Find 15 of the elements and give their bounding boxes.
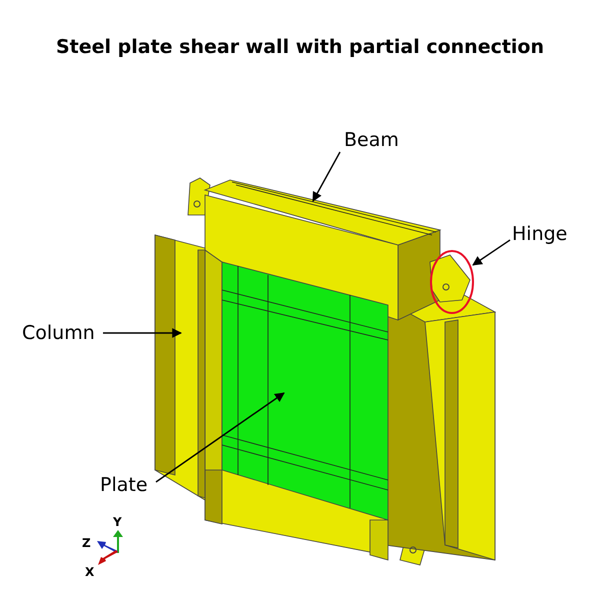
axis-label: Z: [82, 537, 91, 549]
beam-drawing: [204, 180, 442, 321]
part-label: Plate: [100, 476, 148, 495]
axis-label: X: [85, 566, 94, 578]
axis-label: Y: [113, 516, 122, 528]
part-label: Column: [22, 324, 95, 343]
leader-line: [103, 328, 182, 338]
column-drawing: [154, 234, 206, 501]
leader-line: [312, 152, 341, 202]
plate-drawing: [222, 261, 388, 521]
leader-line: [472, 239, 510, 266]
part-label: Beam: [344, 131, 399, 150]
title: Steel plate shear wall with partial connection: [54, 36, 546, 58]
hinge-highlight-circle: [430, 250, 474, 314]
part-label: Hinge: [512, 225, 568, 244]
